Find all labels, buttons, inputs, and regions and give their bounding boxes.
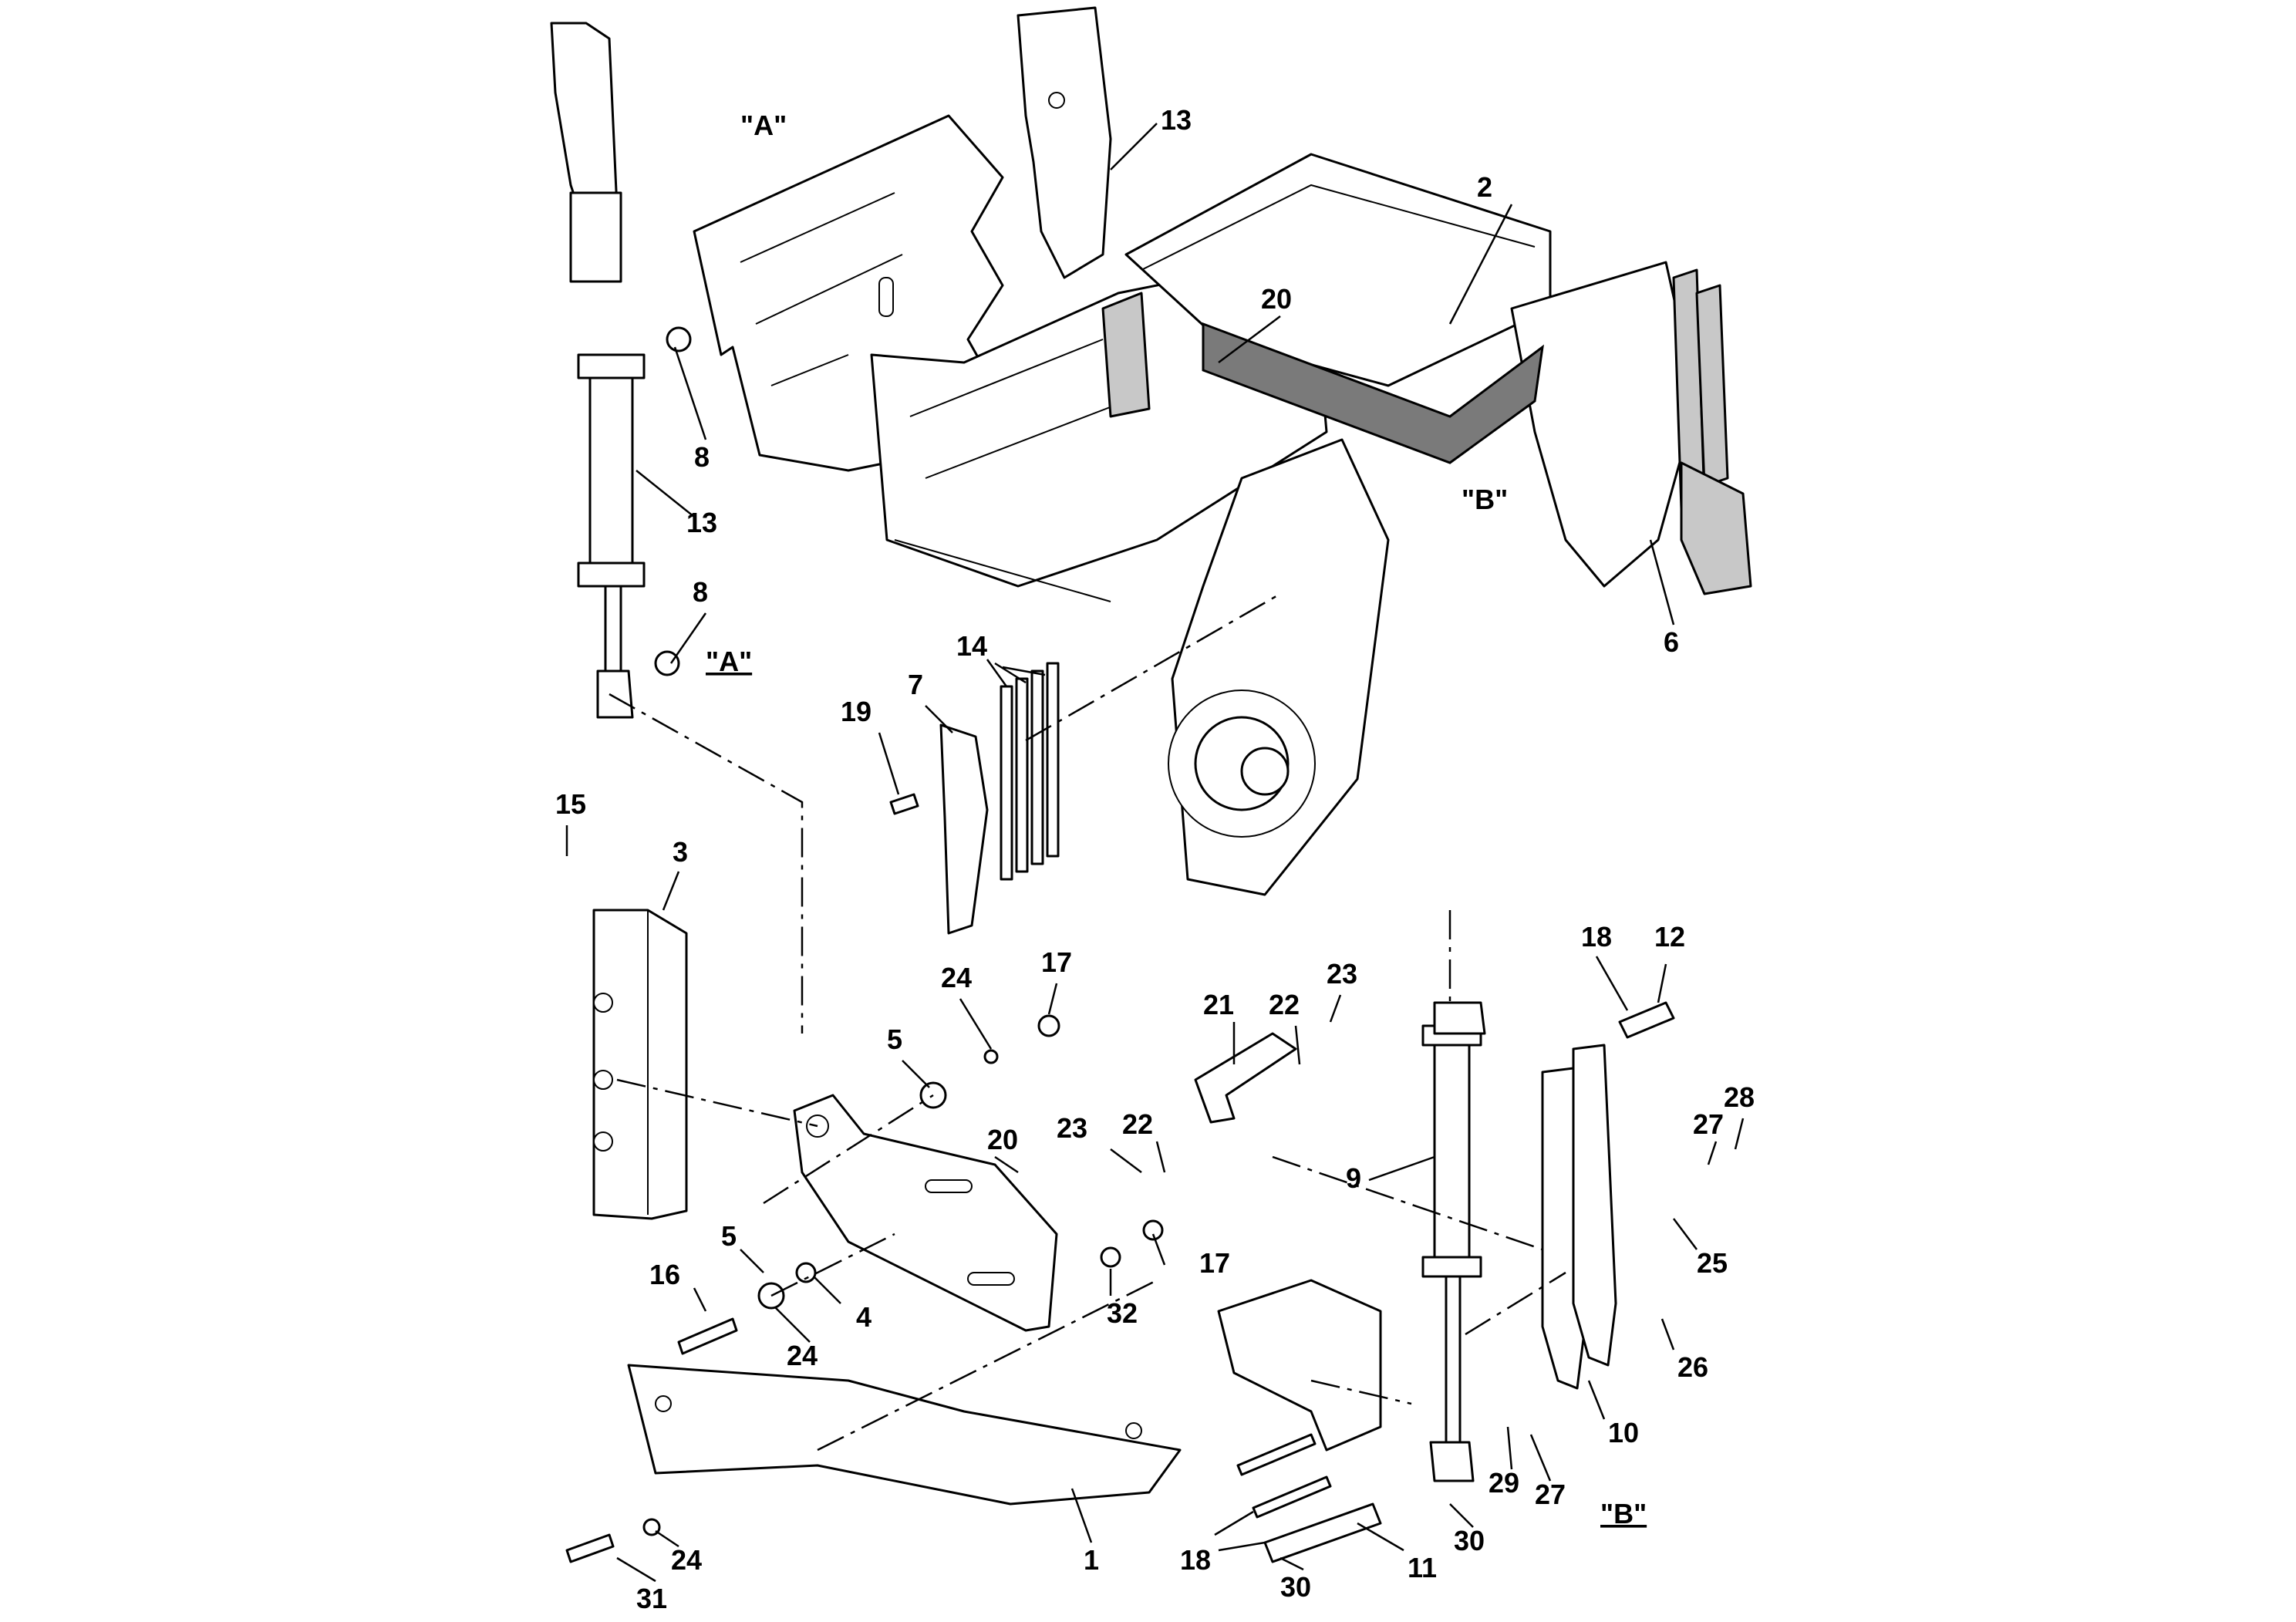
callout-8-lower: 8 [693, 576, 708, 608]
callout-17-upper: 17 [1041, 946, 1072, 978]
callout-30-lower: 30 [1280, 1571, 1311, 1603]
callout-13-left: 13 [686, 507, 717, 538]
view-label-b-top: "B" [1462, 484, 1508, 515]
callout-24-upper: 24 [941, 962, 972, 993]
callout-19: 19 [841, 696, 872, 727]
callout-4: 4 [856, 1301, 872, 1333]
callout-22-upper: 22 [1269, 989, 1300, 1020]
callout-7: 7 [908, 669, 923, 700]
callout-21: 21 [1203, 989, 1234, 1020]
callout-28: 28 [1724, 1081, 1755, 1113]
callout-18-lower: 18 [1180, 1544, 1211, 1576]
callout-8-upper: 8 [694, 441, 710, 473]
callout-31: 31 [636, 1583, 667, 1614]
callout-22-lower: 22 [1122, 1108, 1153, 1140]
mount-block [1217, 1279, 1382, 1452]
callout-1: 1 [1084, 1544, 1099, 1576]
callout-27-upper: 27 [1693, 1108, 1724, 1140]
callout-23-upper: 23 [1327, 958, 1357, 990]
callout-5-upper: 5 [887, 1023, 902, 1055]
view-label-a-detail: "A" [706, 646, 752, 677]
view-labels: "A" "B" "A" "B" [706, 110, 1647, 1529]
left-cylinder-assembly [550, 22, 692, 719]
plate-7-and-shims-14 [889, 662, 1060, 935]
callout-27-lower: 27 [1535, 1479, 1566, 1510]
callout-26: 26 [1677, 1351, 1708, 1383]
callout-3: 3 [673, 836, 688, 868]
callout-24-lower: 24 [671, 1544, 702, 1576]
main-frame-assembly [693, 6, 1752, 896]
callout-9: 9 [1346, 1162, 1361, 1194]
callout-30-upper: 30 [1454, 1525, 1485, 1556]
assembly-dashed-lines [609, 592, 1566, 1452]
callout-11: 11 [1408, 1552, 1437, 1583]
leader-lines [565, 123, 1745, 1583]
callout-10: 10 [1608, 1417, 1639, 1448]
callout-17-lower: 17 [1199, 1247, 1230, 1279]
holder-plate-3 [592, 909, 688, 1220]
callout-2: 2 [1477, 171, 1492, 203]
callout-23-lower: 23 [1057, 1112, 1087, 1144]
callout-32: 32 [1107, 1297, 1138, 1329]
right-cylinder-9 [1421, 1001, 1486, 1482]
callout-13-top: 13 [1161, 104, 1192, 136]
bracket-21 [1194, 1032, 1297, 1124]
fasteners [565, 1001, 1675, 1563]
bar-20 [793, 1094, 1058, 1332]
part-callouts: 13 2 20 8 13 8 6 14 7 19 15 3 18 12 17 2… [555, 104, 1755, 1614]
callout-16: 16 [649, 1259, 680, 1290]
callout-29: 29 [1489, 1467, 1519, 1499]
callout-18-right: 18 [1581, 921, 1612, 953]
view-label-a-top: "A" [740, 110, 787, 141]
callout-24-middle: 24 [787, 1340, 818, 1371]
callout-12: 12 [1654, 921, 1685, 953]
curved-bar-1 [627, 1364, 1182, 1506]
callout-15: 15 [555, 788, 586, 820]
callout-20-lower: 20 [987, 1124, 1018, 1155]
callout-6: 6 [1664, 626, 1679, 658]
arms-10 [1541, 1044, 1617, 1390]
view-label-b-detail: "B" [1600, 1498, 1647, 1529]
callout-5-lower: 5 [721, 1220, 737, 1252]
callout-14: 14 [956, 630, 987, 662]
callout-25: 25 [1697, 1247, 1728, 1279]
callout-20-top: 20 [1261, 283, 1292, 315]
